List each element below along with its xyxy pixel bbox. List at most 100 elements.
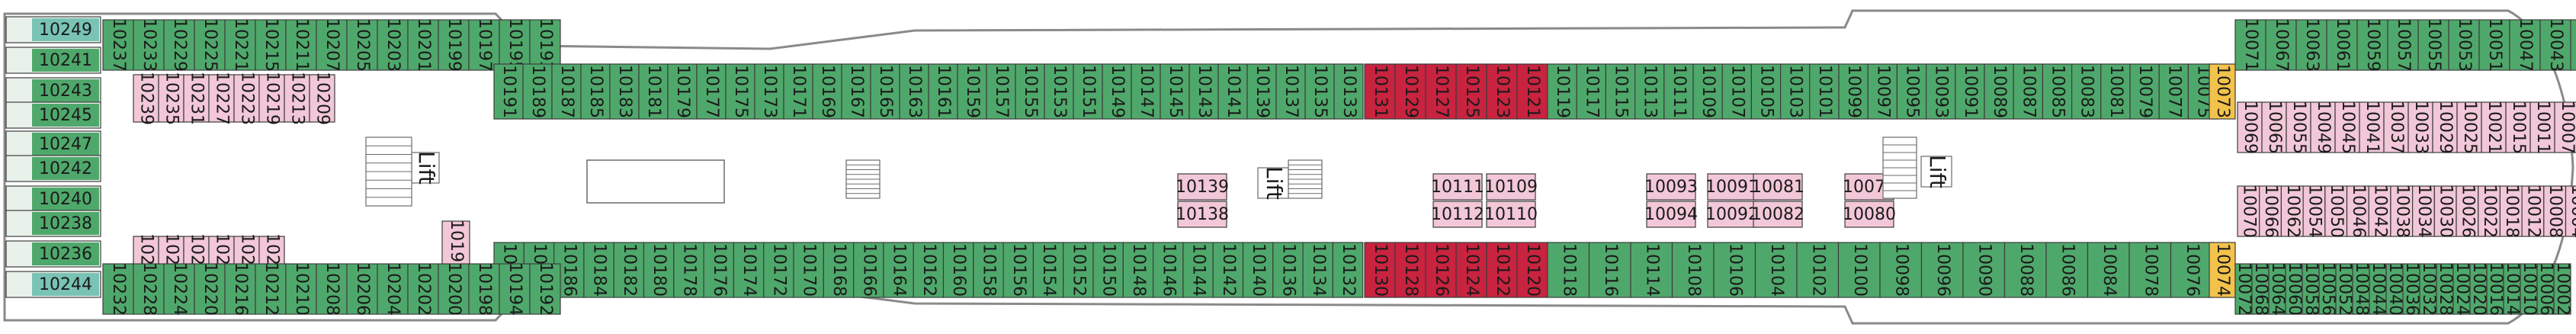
cabin-10115[interactable]: 10115 bbox=[1605, 63, 1636, 120]
cabin-10120[interactable]: 10120 bbox=[1516, 242, 1548, 298]
cabin-10088[interactable]: 10088 bbox=[2003, 242, 2047, 298]
cabin-10098[interactable]: 10098 bbox=[1879, 242, 1923, 298]
cabin-10221[interactable]: 10221 bbox=[224, 18, 256, 72]
cabin-10134[interactable]: 10134 bbox=[1302, 242, 1333, 298]
cabin-10211[interactable]: 10211 bbox=[285, 18, 317, 72]
cabin-10082[interactable]: 10082 bbox=[1751, 201, 1804, 228]
cabin-10199[interactable]: 10199 bbox=[438, 18, 470, 72]
cabin-10209[interactable]: 10209 bbox=[309, 72, 335, 125]
cabin-10144[interactable]: 10144 bbox=[1182, 242, 1214, 298]
cabin-10055[interactable]: 10055 bbox=[2286, 101, 2311, 154]
cabin-10138[interactable]: 10138 bbox=[1176, 201, 1229, 228]
cabin-10047[interactable]: 10047 bbox=[2509, 18, 2541, 72]
cabin-10129[interactable]: 10129 bbox=[1394, 63, 1426, 120]
cabin-10091[interactable]: 10091 bbox=[1955, 63, 1985, 120]
cabin-10054[interactable]: 10054 bbox=[2302, 185, 2326, 238]
cabin-10045[interactable]: 10045 bbox=[2334, 101, 2360, 154]
cabin-10119[interactable]: 10119 bbox=[1547, 63, 1577, 120]
cabin-10153[interactable]: 10153 bbox=[1044, 63, 1074, 120]
cabin-10208[interactable]: 10208 bbox=[316, 262, 348, 316]
cabin-10011[interactable]: 10011 bbox=[2529, 101, 2555, 154]
cabin-10100[interactable]: 10100 bbox=[1837, 242, 1881, 298]
cabin-10177[interactable]: 10177 bbox=[696, 63, 727, 120]
cabin-10195[interactable]: 10195 bbox=[499, 18, 531, 72]
cabin-10024[interactable]: 10024 bbox=[2452, 262, 2472, 316]
cabin-10053[interactable]: 10053 bbox=[2448, 18, 2480, 72]
cabin-10057[interactable]: 10057 bbox=[2387, 18, 2419, 72]
cabin-10156[interactable]: 10156 bbox=[1002, 242, 1034, 298]
cabin-10101[interactable]: 10101 bbox=[1809, 63, 1840, 120]
cabin-10030[interactable]: 10030 bbox=[2433, 185, 2457, 238]
aft-cabin-10247[interactable]: 10247 bbox=[5, 130, 101, 158]
cabin-10113[interactable]: 10113 bbox=[1634, 63, 1665, 120]
cabin-10070[interactable]: 10070 bbox=[2237, 185, 2260, 238]
cabin-10086[interactable]: 10086 bbox=[2045, 242, 2089, 298]
cabin-10158[interactable]: 10158 bbox=[973, 242, 1004, 298]
cabin-10083[interactable]: 10083 bbox=[2071, 63, 2102, 120]
cabin-10041[interactable]: 10041 bbox=[2359, 101, 2385, 154]
cabin-10210[interactable]: 10210 bbox=[285, 262, 317, 316]
cabin-10062[interactable]: 10062 bbox=[2280, 185, 2304, 238]
cabin-10033[interactable]: 10033 bbox=[2408, 101, 2433, 154]
cabin-10229[interactable]: 10229 bbox=[163, 18, 195, 72]
cabin-10122[interactable]: 10122 bbox=[1486, 242, 1518, 298]
cabin-10044[interactable]: 10044 bbox=[2369, 262, 2388, 316]
cabin-10207[interactable]: 10207 bbox=[316, 18, 348, 72]
aft-cabin-10242[interactable]: 10242 bbox=[5, 155, 101, 182]
cabin-10028[interactable]: 10028 bbox=[2436, 262, 2455, 316]
cabin-10051[interactable]: 10051 bbox=[2478, 18, 2510, 72]
cabin-10216[interactable]: 10216 bbox=[224, 262, 256, 316]
cabin-10116[interactable]: 10116 bbox=[1588, 242, 1631, 298]
cabin-10036[interactable]: 10036 bbox=[2402, 262, 2421, 316]
cabin-10016[interactable]: 10016 bbox=[2486, 262, 2505, 316]
cabin-10193[interactable]: 10193 bbox=[529, 18, 561, 72]
cabin-10026[interactable]: 10026 bbox=[2456, 185, 2479, 238]
cabin-10126[interactable]: 10126 bbox=[1425, 242, 1457, 298]
cabin-10106[interactable]: 10106 bbox=[1713, 242, 1756, 298]
cabin-10124[interactable]: 10124 bbox=[1455, 242, 1487, 298]
cabin-10052[interactable]: 10052 bbox=[2335, 262, 2354, 316]
cabin-10092[interactable]: 10092 bbox=[1705, 201, 1759, 228]
cabin-10169[interactable]: 10169 bbox=[812, 63, 842, 120]
cabin-10148[interactable]: 10148 bbox=[1122, 242, 1154, 298]
cabin-10232[interactable]: 10232 bbox=[102, 262, 134, 316]
cabin-10150[interactable]: 10150 bbox=[1092, 242, 1124, 298]
cabin-10061[interactable]: 10061 bbox=[2326, 18, 2358, 72]
cabin-10180[interactable]: 10180 bbox=[643, 242, 675, 298]
cabin-10139[interactable]: 10139 bbox=[1246, 63, 1277, 120]
cabin-10206[interactable]: 10206 bbox=[346, 262, 378, 316]
cabin-10165[interactable]: 10165 bbox=[870, 63, 900, 120]
cabin-10022[interactable]: 10022 bbox=[2478, 185, 2501, 238]
cabin-10160[interactable]: 10160 bbox=[942, 242, 974, 298]
cabin-10066[interactable]: 10066 bbox=[2259, 185, 2282, 238]
cabin-10081[interactable]: 10081 bbox=[2100, 63, 2131, 120]
cabin-10179[interactable]: 10179 bbox=[667, 63, 698, 120]
cabin-10201[interactable]: 10201 bbox=[407, 18, 439, 72]
cabin-10131[interactable]: 10131 bbox=[1364, 63, 1396, 120]
cabin-10163[interactable]: 10163 bbox=[899, 63, 929, 120]
cabin-10020[interactable]: 10020 bbox=[2469, 262, 2488, 316]
cabin-10109[interactable]: 10109 bbox=[1484, 173, 1538, 201]
cabin-10008[interactable]: 10008 bbox=[2543, 185, 2567, 238]
cabin-10157[interactable]: 10157 bbox=[986, 63, 1016, 120]
cabin-10151[interactable]: 10151 bbox=[1073, 63, 1103, 120]
cabin-10239[interactable]: 10239 bbox=[133, 72, 159, 125]
cabin-10046[interactable]: 10046 bbox=[2346, 185, 2369, 238]
cabin-10175[interactable]: 10175 bbox=[725, 63, 755, 120]
cabin-10227[interactable]: 10227 bbox=[208, 72, 235, 125]
cabin-10152[interactable]: 10152 bbox=[1063, 242, 1094, 298]
cabin-10094[interactable]: 10094 bbox=[1644, 201, 1698, 228]
cabin-10223[interactable]: 10223 bbox=[233, 72, 260, 125]
cabin-10112[interactable]: 10112 bbox=[1431, 201, 1484, 228]
cabin-10090[interactable]: 10090 bbox=[1962, 242, 2006, 298]
cabin-10172[interactable]: 10172 bbox=[763, 242, 794, 298]
cabin-10018[interactable]: 10018 bbox=[2499, 185, 2523, 238]
cabin-10102[interactable]: 10102 bbox=[1796, 242, 1840, 298]
cabin-10202[interactable]: 10202 bbox=[407, 262, 439, 316]
cabin-10142[interactable]: 10142 bbox=[1212, 242, 1244, 298]
aft-cabin-10249[interactable]: 10249 bbox=[5, 16, 101, 43]
aft-cabin-10240[interactable]: 10240 bbox=[5, 185, 101, 213]
cabin-10108[interactable]: 10108 bbox=[1671, 242, 1715, 298]
cabin-10159[interactable]: 10159 bbox=[957, 63, 987, 120]
cabin-10139[interactable]: 10139 bbox=[1176, 173, 1229, 201]
